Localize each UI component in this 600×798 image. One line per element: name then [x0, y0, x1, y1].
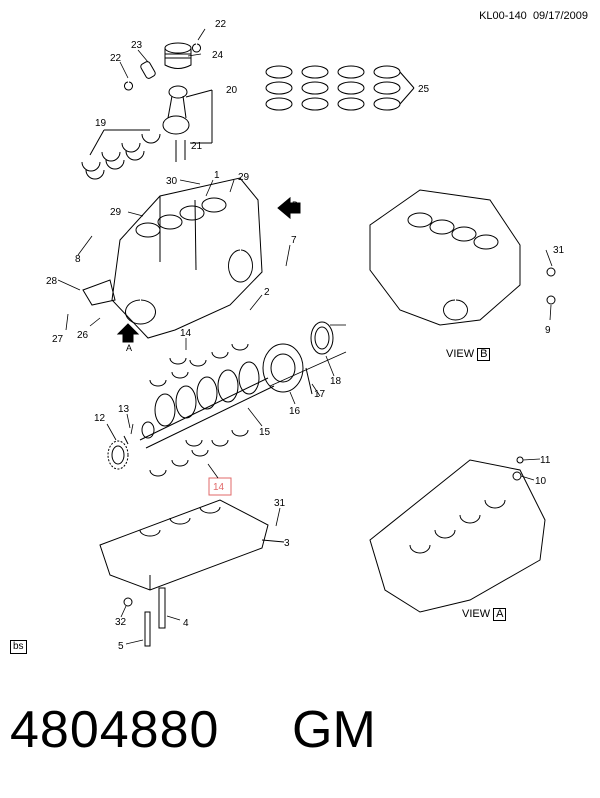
- callout-7: 7: [291, 235, 297, 246]
- diagram-date: 09/17/2009: [532, 10, 588, 22]
- bedplate: [99, 499, 285, 591]
- callout-29: 29: [110, 207, 122, 218]
- callout-22: 22: [215, 19, 227, 30]
- callout-21: 21: [191, 141, 203, 152]
- callout-28: 28: [46, 276, 58, 287]
- diagram-code: KL00-140: [479, 10, 527, 22]
- callout-25: 25: [418, 84, 430, 95]
- view-b-prefix: VIEW: [446, 348, 475, 360]
- arrow-b-label: B: [292, 200, 298, 210]
- arrow-a-label: A: [126, 343, 132, 353]
- callout-8: 8: [75, 254, 81, 265]
- view-b-letter: B: [477, 348, 491, 361]
- bs-badge: bs: [10, 640, 27, 654]
- callout-29: 29: [238, 172, 250, 183]
- callout-20: 20: [226, 85, 238, 96]
- callout-22: 22: [110, 53, 122, 64]
- manufacturer: GM: [292, 701, 376, 759]
- callout-9: 9: [545, 325, 551, 336]
- view-a-block: [369, 456, 546, 613]
- callout-14-highlighted: 14: [213, 482, 225, 493]
- callout-2: 2: [264, 287, 270, 298]
- connecting-rod: [162, 85, 213, 162]
- callout-19: 19: [95, 118, 107, 129]
- callout-16: 16: [289, 406, 301, 417]
- callout-13: 13: [118, 404, 130, 415]
- seal-housing: [262, 321, 334, 395]
- callout-31: 31: [553, 245, 565, 256]
- view-a-letter: A: [493, 608, 507, 621]
- callout-5: 5: [118, 641, 124, 652]
- arrow-a: [116, 323, 140, 343]
- engine-block: [82, 177, 263, 339]
- crank-gear: [107, 435, 129, 470]
- main-bearings-upper: [149, 343, 249, 387]
- callout-23: 23: [131, 40, 143, 51]
- callout-3: 3: [284, 538, 290, 549]
- callout-18: 18: [330, 376, 342, 387]
- rod-bearings: [81, 129, 161, 180]
- callout-32: 32: [115, 617, 127, 628]
- callout-1: 1: [214, 170, 220, 181]
- arrow-b: [277, 196, 301, 220]
- callout-10: 10: [535, 476, 547, 487]
- piston-rings: [265, 65, 415, 111]
- view-a-prefix: VIEW: [462, 608, 491, 620]
- highlight-box: [208, 477, 232, 496]
- crankshaft: [139, 361, 275, 449]
- leader-lines: [57, 28, 553, 645]
- callout-24: 24: [212, 50, 224, 61]
- main-bearings-lower: [149, 429, 249, 477]
- callout-27: 27: [52, 334, 64, 345]
- callout-11: 11: [540, 455, 551, 466]
- callout-14: 14: [180, 328, 192, 339]
- callout-30: 30: [166, 176, 178, 187]
- part-number: 4804880: [10, 701, 220, 759]
- callout-4: 4: [183, 618, 189, 629]
- callout-labels: 22 23 22 24 20 25 19 21 30 1 29 B 29 7 8…: [46, 19, 565, 652]
- callout-12: 12: [94, 413, 106, 424]
- callout-17: 17: [314, 389, 326, 400]
- callout-15: 15: [259, 427, 271, 438]
- piston-group: [124, 42, 201, 91]
- callout-31: 31: [274, 498, 286, 509]
- diagram-header: KL00-140 09/17/2009: [479, 10, 588, 22]
- callout-26: 26: [77, 330, 89, 341]
- view-b-block: [369, 189, 556, 326]
- bolts: [123, 587, 166, 647]
